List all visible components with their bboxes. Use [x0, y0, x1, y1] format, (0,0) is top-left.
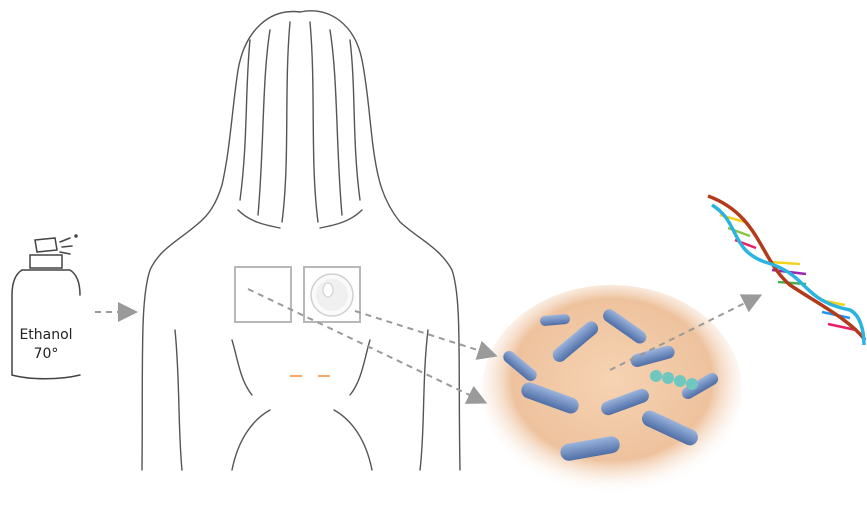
arrow-box-to-bacteria-lower [248, 289, 480, 400]
ethanol-label-line2: 70° [34, 346, 59, 362]
dna-helix-icon [708, 196, 865, 345]
arrow-swab-to-bacteria [355, 311, 490, 354]
woman-back-figure [142, 11, 460, 470]
swab-disc-icon [311, 274, 353, 316]
ethanol-label-line1: Ethanol [19, 327, 72, 343]
bacteria-illustration [482, 285, 742, 495]
sample-box-empty [235, 267, 291, 322]
